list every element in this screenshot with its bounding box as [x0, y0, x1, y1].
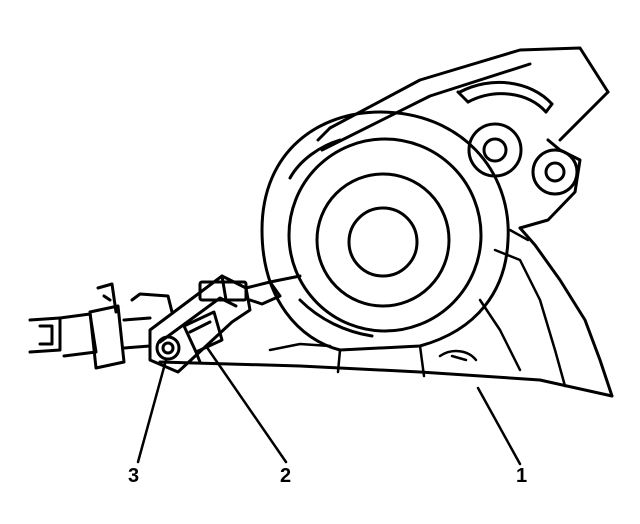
lower-housing [268, 228, 567, 388]
callout-label-2: 2 [280, 465, 292, 487]
engine-base [158, 138, 614, 398]
leader-line-1 [476, 386, 522, 466]
leader-lines [136, 344, 522, 466]
leader-line-3 [136, 358, 168, 464]
sensor-body [182, 310, 224, 364]
bracket-bolt [155, 335, 181, 361]
crank-pulley [260, 110, 510, 352]
callout-label-1: 1 [516, 465, 528, 487]
callout-label-3: 3 [128, 465, 140, 487]
leader-line-2 [204, 344, 288, 464]
wiring-connector [28, 282, 174, 370]
timing-cover [316, 46, 610, 152]
sensor-bracket [148, 274, 302, 374]
